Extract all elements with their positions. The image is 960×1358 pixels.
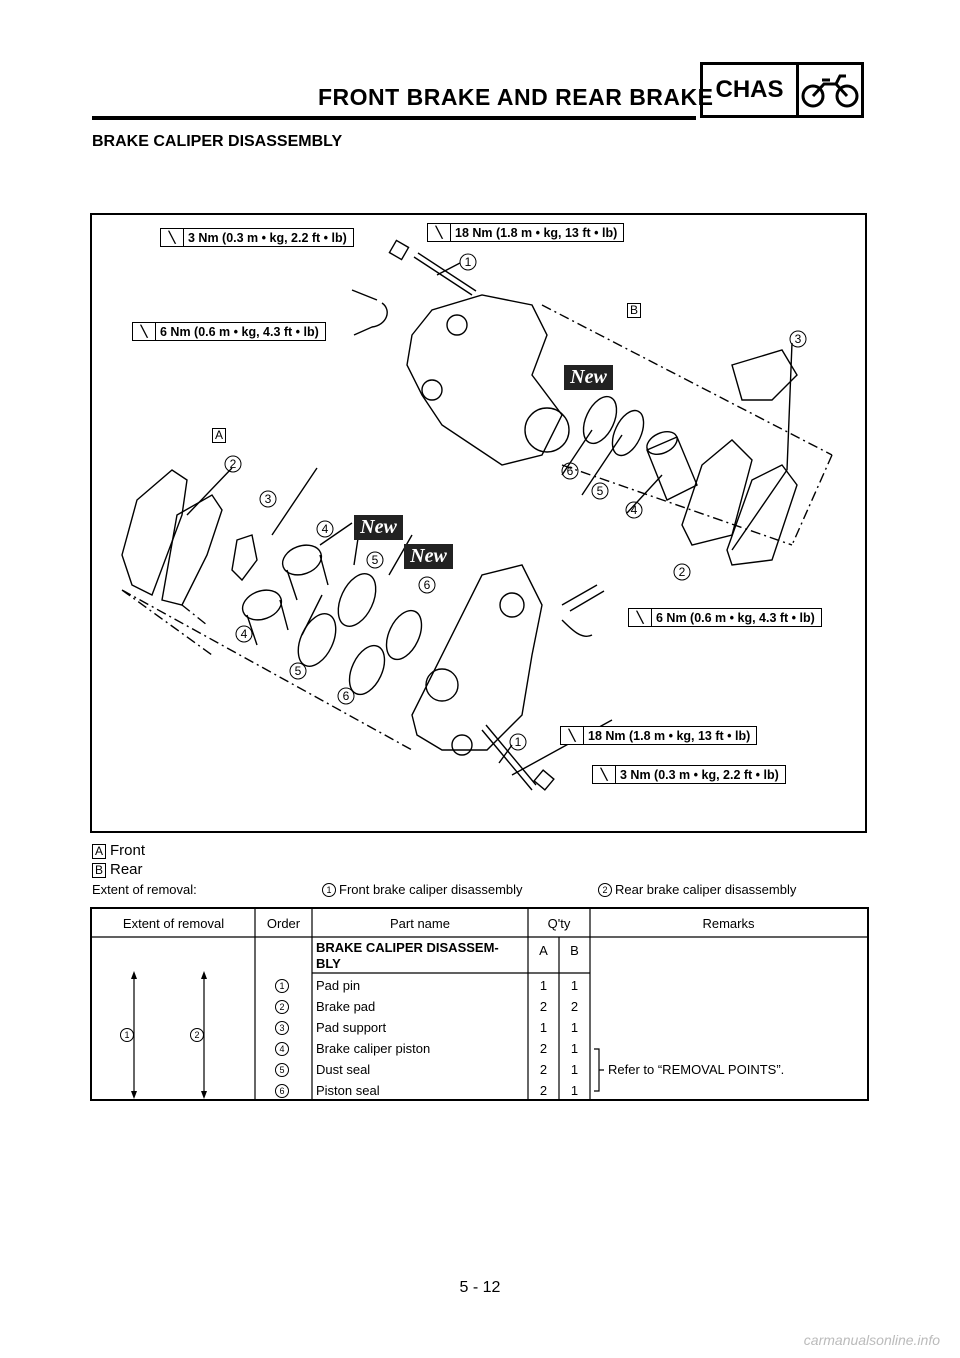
svg-text:5: 5 bbox=[295, 664, 302, 678]
watermark: carmanualsonline.info bbox=[803, 1332, 940, 1348]
page-header-title: FRONT BRAKE AND REAR BRAKE bbox=[318, 84, 714, 110]
wrench-icon: ╲ bbox=[593, 766, 616, 783]
section-title: BRAKE CALIPER DISASSEMBLY bbox=[92, 133, 343, 150]
svg-text:3: 3 bbox=[795, 332, 802, 346]
torque-label: ╲18 Nm (1.8 m • kg, 13 ft • lb) bbox=[427, 223, 625, 242]
col-header-extent: Extent of removal bbox=[122, 915, 225, 931]
extent-mark-2: 2 bbox=[190, 1027, 207, 1042]
wrench-icon: ╲ bbox=[629, 609, 652, 626]
svg-text:4: 4 bbox=[241, 627, 248, 641]
svg-text:6: 6 bbox=[424, 578, 431, 592]
col-header-part: Part name bbox=[390, 915, 450, 931]
chapter-badge: CHAS bbox=[700, 62, 864, 118]
group-title: BRAKE CALIPER DISASSEM- BLY bbox=[316, 940, 499, 971]
extent-mark-1: 1 bbox=[120, 1027, 137, 1042]
torque-label: ╲6 Nm (0.6 m • kg, 4.3 ft • lb) bbox=[132, 322, 326, 341]
chapter-badge-label: CHAS bbox=[703, 65, 799, 115]
svg-text:2: 2 bbox=[679, 565, 686, 579]
header-rule bbox=[92, 116, 696, 120]
torque-label: ╲3 Nm (0.3 m • kg, 2.2 ft • lb) bbox=[592, 765, 786, 784]
col-header-qty: Q'ty bbox=[547, 915, 571, 931]
remarks-text: Refer to “REMOVAL POINTS”. bbox=[608, 1062, 785, 1077]
qty-col-a: A bbox=[539, 943, 548, 958]
svg-text:1: 1 bbox=[515, 735, 522, 749]
exploded-diagram: 1 3 2 3 4 5 6 6 5 4 2 4 5 6 1 B A New New New ╲3 Nm (0… bbox=[90, 213, 867, 833]
col-header-remarks: Remarks bbox=[702, 915, 755, 931]
diagram-label-a: A bbox=[212, 428, 226, 443]
svg-text:2: 2 bbox=[230, 457, 237, 471]
new-label-rear: New bbox=[564, 365, 613, 390]
svg-text:1: 1 bbox=[465, 255, 472, 269]
caliper-illustration bbox=[121, 239, 833, 791]
svg-text:6: 6 bbox=[343, 689, 350, 703]
qty-col-b: B bbox=[570, 943, 579, 958]
motorcycle-icon bbox=[799, 65, 861, 115]
removal-table: Extent of removal Order Part name Q'ty R… bbox=[90, 907, 869, 1101]
torque-label: ╲6 Nm (0.6 m • kg, 4.3 ft • lb) bbox=[628, 608, 822, 627]
wrench-icon: ╲ bbox=[161, 229, 184, 246]
extent-label: Extent of removal: bbox=[92, 882, 197, 897]
svg-text:5: 5 bbox=[597, 484, 604, 498]
new-label-front-piston: New bbox=[404, 544, 453, 569]
svg-text:6: 6 bbox=[567, 464, 574, 478]
svg-text:4: 4 bbox=[322, 522, 329, 536]
col-header-order: Order bbox=[266, 915, 301, 931]
wrench-icon: ╲ bbox=[428, 224, 451, 241]
diagram-label-b: B bbox=[627, 303, 641, 318]
svg-text:3: 3 bbox=[265, 492, 272, 506]
wrench-icon: ╲ bbox=[133, 323, 156, 340]
page-number: 5 - 12 bbox=[459, 1279, 501, 1296]
new-label-front-dust: New bbox=[354, 515, 403, 540]
wrench-icon: ╲ bbox=[561, 727, 584, 744]
svg-text:4: 4 bbox=[631, 503, 638, 517]
svg-text:5: 5 bbox=[372, 553, 379, 567]
torque-label: ╲18 Nm (1.8 m • kg, 13 ft • lb) bbox=[560, 726, 758, 745]
torque-label: ╲3 Nm (0.3 m • kg, 2.2 ft • lb) bbox=[160, 228, 354, 247]
